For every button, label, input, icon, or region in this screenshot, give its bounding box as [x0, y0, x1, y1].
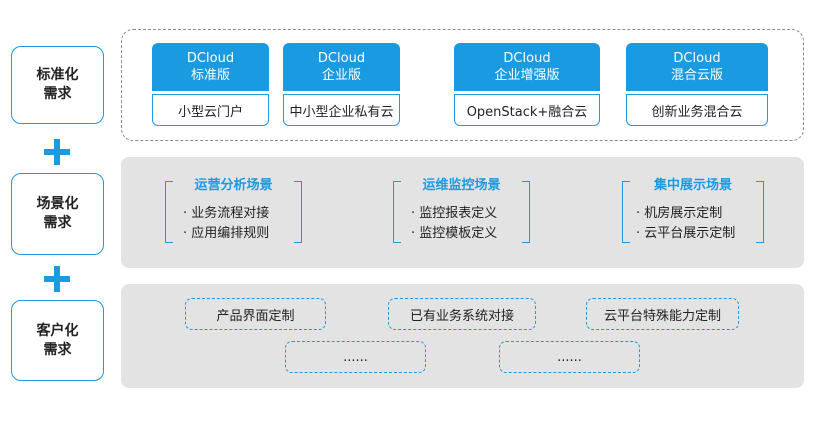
product-edition: 企业版	[321, 68, 361, 83]
scene-item: · 云平台展示定制	[636, 226, 736, 241]
bracket-right	[522, 181, 530, 243]
product-header: DCloud 企业版	[283, 43, 400, 91]
bracket-left	[165, 181, 173, 243]
scene-item: · 机房展示定制	[636, 206, 723, 221]
customization-panel	[121, 284, 804, 388]
scene-central-display: 集中展示场景 · 机房展示定制 · 云平台展示定制	[622, 177, 764, 243]
product-hybrid: DCloud 混合云版 创新业务混合云	[626, 43, 768, 126]
product-header: DCloud 标准版	[152, 43, 269, 91]
bracket-left	[622, 181, 630, 243]
product-description: 小型云门户	[152, 94, 269, 126]
product-brand: DCloud	[186, 51, 235, 66]
plus-icon	[44, 266, 70, 292]
bracket-left	[393, 181, 401, 243]
product-enterprise-plus: DCloud 企业增强版 OpenStack+融合云	[454, 43, 600, 126]
custom-more-1: ......	[285, 341, 426, 373]
custom-cloud-capability: 云平台特殊能力定制	[586, 298, 739, 330]
bracket-right	[756, 181, 764, 243]
scene-title: 集中展示场景	[647, 178, 738, 193]
standard-products-frame	[121, 29, 804, 141]
product-description: 中小型企业私有云	[283, 94, 400, 126]
scenario-panel	[121, 157, 804, 268]
scene-title: 运维监控场景	[416, 178, 507, 193]
scene-item: · 应用编排规则	[183, 226, 270, 241]
product-enterprise: DCloud 企业版 中小型企业私有云	[283, 43, 400, 126]
product-standard: DCloud 标准版 小型云门户	[152, 43, 269, 126]
plus-icon	[44, 139, 70, 165]
custom-ui-customization: 产品界面定制	[185, 298, 326, 330]
scene-title: 运营分析场景	[188, 178, 279, 193]
product-brand: DCloud	[317, 51, 366, 66]
custom-system-integration: 已有业务系统对接	[388, 298, 536, 330]
scene-ops-monitoring: 运维监控场景 · 监控报表定义 · 监控模板定义	[393, 177, 530, 243]
product-description: 创新业务混合云	[626, 94, 768, 126]
product-edition: 混合云版	[670, 68, 723, 83]
scene-item: · 业务流程对接	[183, 206, 270, 221]
product-header: DCloud 混合云版	[626, 43, 768, 91]
product-brand: DCloud	[503, 51, 551, 66]
scene-item: · 监控报表定义	[411, 206, 498, 221]
bracket-right	[294, 181, 302, 243]
product-description: OpenStack+融合云	[454, 94, 600, 126]
scenario-requirement-box: 场景化 需求	[11, 173, 104, 255]
scene-item: · 监控模板定义	[411, 226, 498, 241]
standard-requirement-box: 标准化 需求	[11, 46, 104, 124]
scene-operation-analysis: 运营分析场景 · 业务流程对接 · 应用编排规则	[165, 177, 302, 243]
custom-more-2: ......	[499, 341, 640, 373]
product-header: DCloud 企业增强版	[454, 43, 600, 91]
product-brand: DCloud	[673, 51, 721, 66]
product-edition: 企业增强版	[494, 68, 560, 83]
customer-requirement-box: 客户化 需求	[11, 300, 104, 381]
product-edition: 标准版	[190, 68, 230, 83]
